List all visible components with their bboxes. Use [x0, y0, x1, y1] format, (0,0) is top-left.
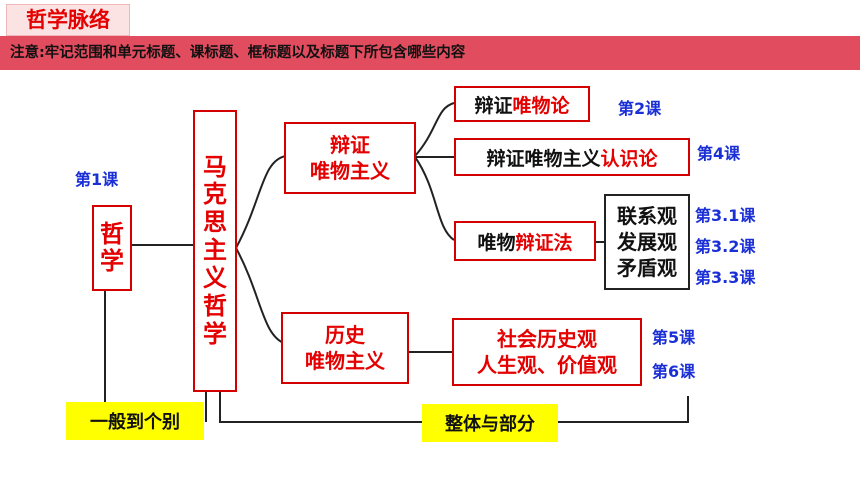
marxism-char: 学	[203, 319, 227, 348]
marxism-char: 哲	[203, 291, 227, 320]
marxism-char: 义	[203, 263, 227, 292]
lesson-label-1: 第1课	[75, 170, 119, 189]
social-history-box: 社会历史观 人生观、价值观	[452, 318, 642, 386]
dialectics-highlight: 辩证法	[515, 231, 573, 254]
dialectical-materialism-line1: 辩证	[330, 133, 370, 157]
marxism-char: 思	[203, 208, 227, 237]
lesson-label-2: 第2课	[618, 99, 662, 118]
whole-and-part-label: 整体与部分	[422, 404, 558, 442]
philosophy-char-1: 哲	[100, 220, 124, 249]
materialism-box: 辩证唯物论	[454, 86, 590, 122]
general-to-specific-label: 一般到个别	[66, 402, 204, 440]
note-banner: 注意:牢记范围和单元标题、课标题、框标题以及标题下所包含哪些内容	[0, 36, 860, 70]
lesson-label-4: 第4课	[697, 144, 741, 163]
social-history-line1: 社会历史观	[497, 327, 597, 351]
connector-to-dialectics	[414, 156, 455, 241]
historical-materialism-box: 历史 唯物主义	[281, 312, 409, 384]
connector-to-materialism	[414, 102, 455, 157]
bottom-whole-to-right	[558, 396, 689, 423]
lesson-label-5: 第5课	[652, 328, 696, 347]
lesson-label-3-2: 第3.2课	[695, 237, 756, 256]
dialectics-box: 唯物辩证法	[454, 221, 596, 261]
materialism-highlight: 唯物论	[512, 94, 570, 117]
marxist-philosophy-box: 马 克 思 主 义 哲 学	[193, 110, 237, 392]
page-title: 哲学脉络	[6, 4, 130, 36]
lesson-label-3-3: 第3.3课	[695, 268, 756, 287]
connector-marxism-dialectical	[235, 155, 287, 249]
historical-materialism-line1: 历史	[325, 323, 365, 347]
dialectical-materialism-box: 辩证 唯物主义	[284, 122, 416, 194]
dialectical-materialism-line2: 唯物主义	[310, 159, 390, 183]
philosophy-char-2: 学	[100, 247, 124, 275]
view-contradiction: 矛盾观	[617, 256, 677, 280]
marxism-char: 克	[203, 180, 227, 209]
materialism-prefix: 辩证	[474, 94, 513, 117]
bottom-marx-to-whole	[219, 392, 422, 423]
marxism-char: 主	[203, 236, 227, 265]
epistemology-prefix: 辩证唯物主义	[486, 147, 601, 170]
views-box: 联系观 发展观 矛盾观	[604, 194, 690, 290]
dialectics-prefix: 唯物	[477, 231, 516, 254]
marxism-char: 马	[203, 152, 227, 181]
lesson-label-3-1: 第3.1课	[695, 206, 756, 225]
view-connection: 联系观	[617, 204, 677, 228]
epistemology-box: 辩证唯物主义认识论	[454, 138, 690, 176]
connector-marxism-historical	[235, 247, 287, 345]
lesson-label-6: 第6课	[652, 362, 696, 381]
epistemology-highlight: 认识论	[600, 147, 658, 170]
social-history-line2: 人生观、价值观	[477, 353, 617, 377]
view-development: 发展观	[617, 230, 677, 254]
historical-materialism-line2: 唯物主义	[305, 349, 385, 373]
philosophy-box: 哲 学	[92, 205, 132, 291]
